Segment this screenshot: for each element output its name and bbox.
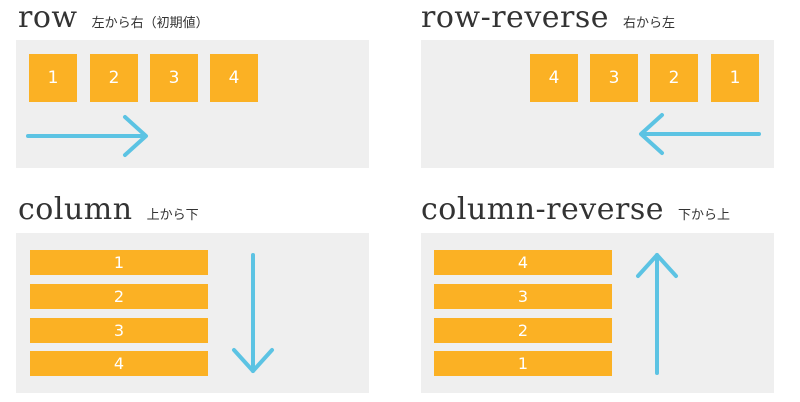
row-item-1: 1 [29, 54, 77, 102]
column-item-1: 1 [30, 250, 208, 275]
column-reverse-panel: 4 3 2 1 [421, 233, 774, 393]
row-reverse-heading: row-reverse 右から左 [421, 0, 675, 35]
left-arrow-icon [639, 113, 761, 155]
row-reverse-panel: 4 3 2 1 [421, 40, 774, 168]
column-reverse-heading: column-reverse 下から上 [421, 192, 730, 227]
column-reverse-item-4: 4 [434, 250, 612, 275]
row-reverse-item-1: 1 [711, 54, 759, 102]
row-item-4: 4 [210, 54, 258, 102]
column-item-3: 3 [30, 318, 208, 343]
row-reverse-item-4: 4 [530, 54, 578, 102]
down-arrow-icon [232, 253, 274, 373]
row-heading: row 左から右（初期値） [18, 0, 209, 35]
column-item-4: 4 [30, 351, 208, 376]
row-reverse-subtitle: 右から左 [623, 16, 676, 31]
column-title: column [18, 192, 133, 227]
column-reverse-item-3: 3 [434, 284, 612, 309]
column-reverse-item-1: 1 [434, 351, 612, 376]
row-panel: 1 2 3 4 [16, 40, 369, 168]
column-panel: 1 2 3 4 [16, 233, 369, 393]
column-heading: column 上から下 [18, 192, 199, 227]
column-subtitle: 上から下 [146, 208, 199, 223]
row-reverse-title: row-reverse [421, 0, 610, 35]
column-reverse-subtitle: 下から上 [677, 208, 730, 223]
row-item-3: 3 [150, 54, 198, 102]
row-title: row [18, 0, 78, 35]
up-arrow-icon [636, 253, 678, 375]
row-item-2: 2 [90, 54, 138, 102]
row-subtitle: 左から右（初期値） [91, 16, 209, 31]
column-reverse-title: column-reverse [421, 192, 664, 227]
column-reverse-item-2: 2 [434, 318, 612, 343]
row-reverse-item-2: 2 [650, 54, 698, 102]
right-arrow-icon [26, 115, 148, 157]
column-item-2: 2 [30, 284, 208, 309]
row-reverse-item-3: 3 [590, 54, 638, 102]
